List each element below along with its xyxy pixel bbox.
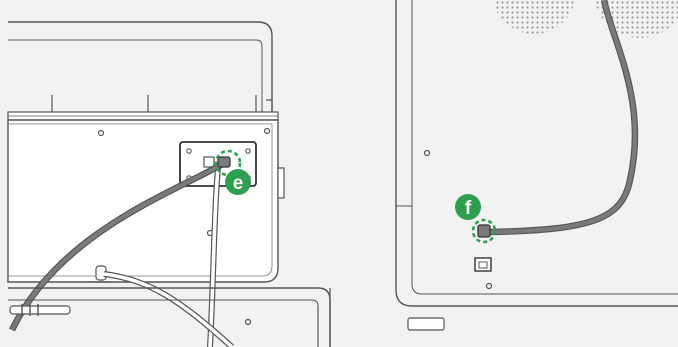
- device-foot: [408, 318, 444, 330]
- ethernet-port: [475, 258, 491, 271]
- right-device-view: [380, 0, 678, 347]
- side-knob: [278, 168, 284, 198]
- view-divider: [336, 0, 380, 347]
- callout-label-e: e: [233, 173, 244, 194]
- power-socket: [478, 225, 490, 237]
- left-connector: [10, 306, 70, 314]
- port-socket: [204, 157, 214, 167]
- callout-label-f: f: [465, 198, 472, 219]
